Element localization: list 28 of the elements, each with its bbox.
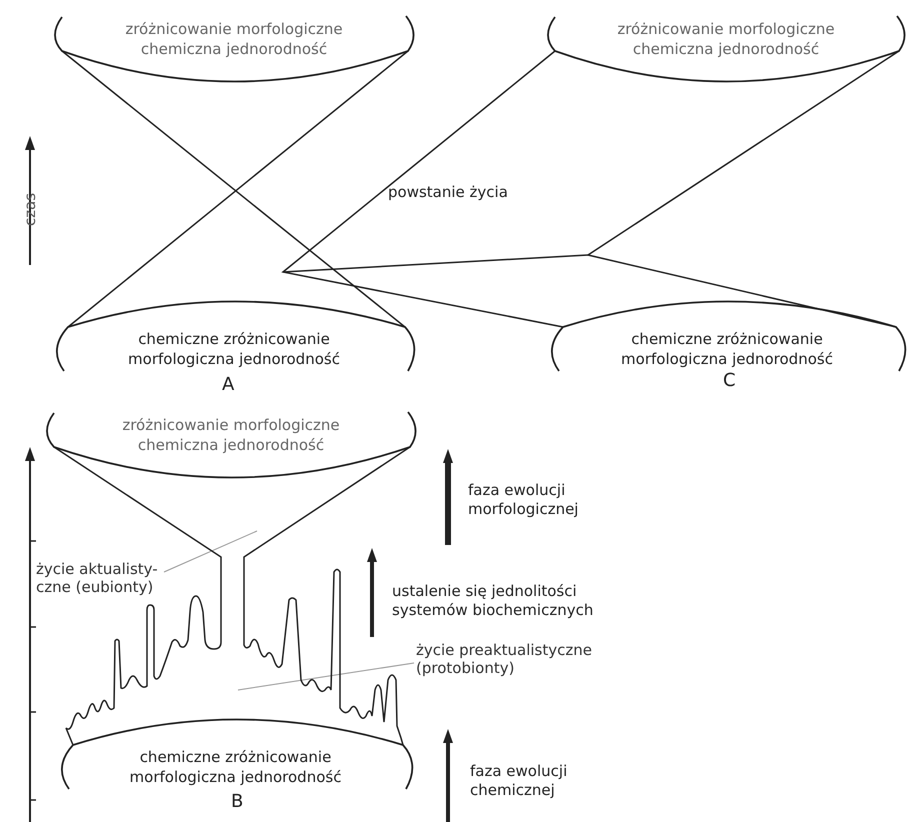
caption-text: powstanie życia [388, 183, 508, 202]
stage-text: zróżnicowanie morfologiczne [616, 20, 836, 39]
axis-label: czas [21, 192, 40, 226]
stage-text: chemiczne zróżnicowanie [138, 748, 332, 767]
annotation-text: ustalenie się jednolitości systemów biochemicznych [392, 582, 594, 620]
panel-label: A [222, 375, 234, 394]
stage-text: chemiczna jednorodność [632, 40, 820, 59]
phase-label: faza ewolucji chemicznej [470, 762, 568, 800]
stage-text: morfologiczna jednorodność [620, 350, 834, 369]
connector-line [243, 446, 410, 746]
stage-text: morfologiczna jednorodność [127, 350, 341, 369]
stage-text: morfologiczna jednorodność [128, 768, 342, 787]
annotation-text: życie aktualisty- czne (eubionty) [36, 560, 159, 596]
stage-text: zróżnicowanie morfologiczne [121, 416, 341, 435]
leader-line [238, 662, 414, 690]
stage-text: zróżnicowanie morfologiczne [124, 20, 344, 39]
connector-line [54, 446, 222, 746]
connector-line [586, 50, 900, 328]
connector-line [281, 50, 564, 328]
stage-text: chemiczna jednorodność [140, 40, 328, 59]
stage-text: chemiczna jednorodność [136, 436, 326, 455]
leader-line [164, 530, 258, 572]
stage-text: chemiczne zróżnicowanie [137, 330, 331, 349]
stage-text: chemiczne zróżnicowanie [630, 330, 824, 349]
phase-label: faza ewolucji morfologicznej [468, 481, 580, 519]
annotation-text: życie preaktualistyczne (protobionty) [416, 641, 593, 677]
panel-label: B [231, 792, 244, 811]
panel-label: C [723, 371, 736, 390]
